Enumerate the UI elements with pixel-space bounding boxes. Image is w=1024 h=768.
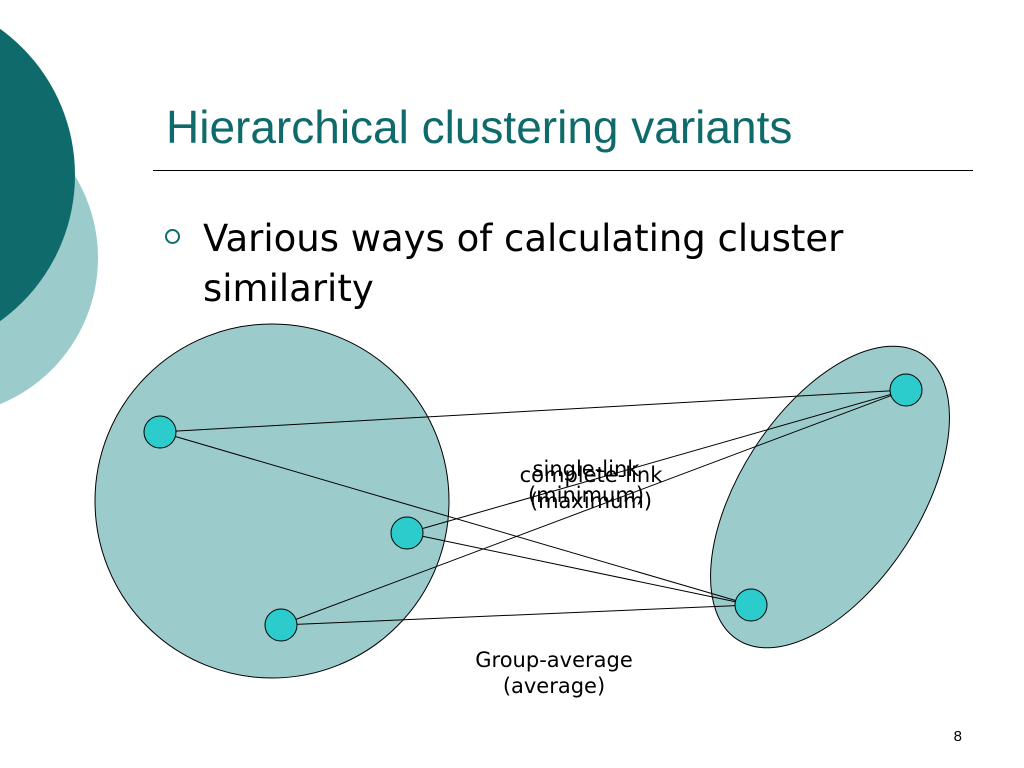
link-line <box>280 389 907 626</box>
group-average-label: Group-average (average) <box>475 647 632 699</box>
link-line <box>406 389 907 534</box>
cluster-b <box>710 345 950 649</box>
group-average-text: Group-average <box>475 648 633 672</box>
single-link-label: single-link (minimum) <box>528 456 644 508</box>
data-point <box>390 516 424 550</box>
title-divider <box>153 170 973 171</box>
page-number: 8 <box>953 728 962 745</box>
single-link-text: single-link <box>532 457 640 481</box>
single-link-note: (minimum) <box>527 483 645 507</box>
data-point <box>143 415 177 449</box>
data-point <box>734 588 768 622</box>
cluster-a <box>94 323 450 679</box>
decorative-dark-circle <box>0 28 75 322</box>
link-lines <box>159 389 907 626</box>
link-line <box>159 389 907 433</box>
link-line <box>280 604 752 626</box>
data-point <box>264 608 298 642</box>
bullet-circle-icon <box>165 229 180 244</box>
link-line <box>406 532 752 606</box>
data-points <box>143 373 923 642</box>
bullet-text: Various ways of calculating cluster simi… <box>203 217 844 310</box>
link-line <box>159 431 752 606</box>
slide-title: Hierarchical clustering variants <box>166 101 793 153</box>
complete-link-text: complete-link <box>519 463 663 487</box>
data-point <box>889 373 923 407</box>
group-average-note: (average) <box>502 674 606 698</box>
complete-link-label: complete-link (maximum) <box>520 462 663 514</box>
complete-link-note: (maximum) <box>529 489 653 513</box>
